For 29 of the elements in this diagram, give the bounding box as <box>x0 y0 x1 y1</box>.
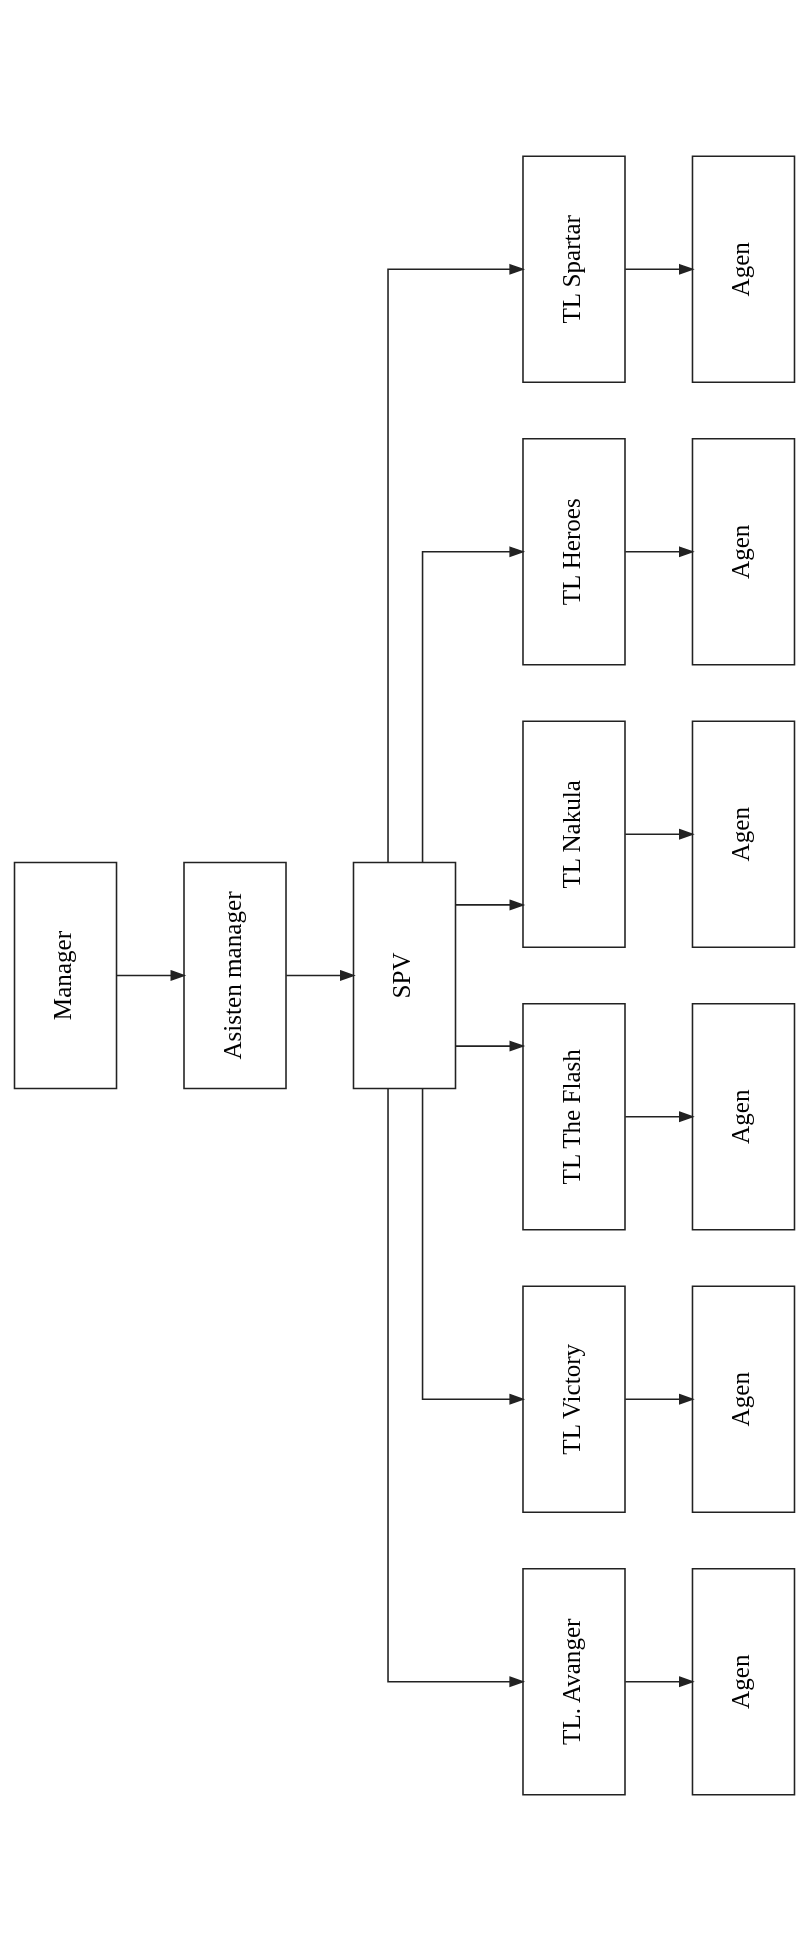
arrow <box>116 969 187 981</box>
node-box: Agen <box>691 1284 796 1513</box>
node-box: SPV <box>352 861 457 1089</box>
node-box: Agen <box>691 1567 796 1795</box>
arrow <box>387 1087 526 1687</box>
node-box: Agen <box>691 1002 796 1231</box>
arrow <box>624 263 695 275</box>
arrow <box>455 1040 526 1052</box>
arrow <box>624 828 695 840</box>
node-box: Manager <box>13 861 118 1089</box>
node-box: Agen <box>691 437 796 666</box>
arrow <box>455 898 526 910</box>
arrow <box>387 263 526 863</box>
arrow <box>624 1393 695 1405</box>
node-box: Asisten manager <box>183 861 287 1089</box>
node-box: TL Spartar <box>522 155 626 383</box>
arrow <box>624 1110 695 1122</box>
node-box: TL The Flash <box>522 1002 626 1231</box>
arrow <box>421 1087 526 1405</box>
node-box: TL Victory <box>522 1284 626 1513</box>
node-box: TL Heroes <box>522 437 626 666</box>
node-box: Agen <box>691 719 796 948</box>
arrow <box>624 545 695 557</box>
node-box: Agen <box>691 155 796 383</box>
node-box: TL. Avanger <box>522 1567 626 1795</box>
node-box: TL Nakula <box>522 719 626 948</box>
arrow <box>285 969 356 981</box>
arrow <box>624 1675 695 1687</box>
arrow <box>421 545 526 863</box>
